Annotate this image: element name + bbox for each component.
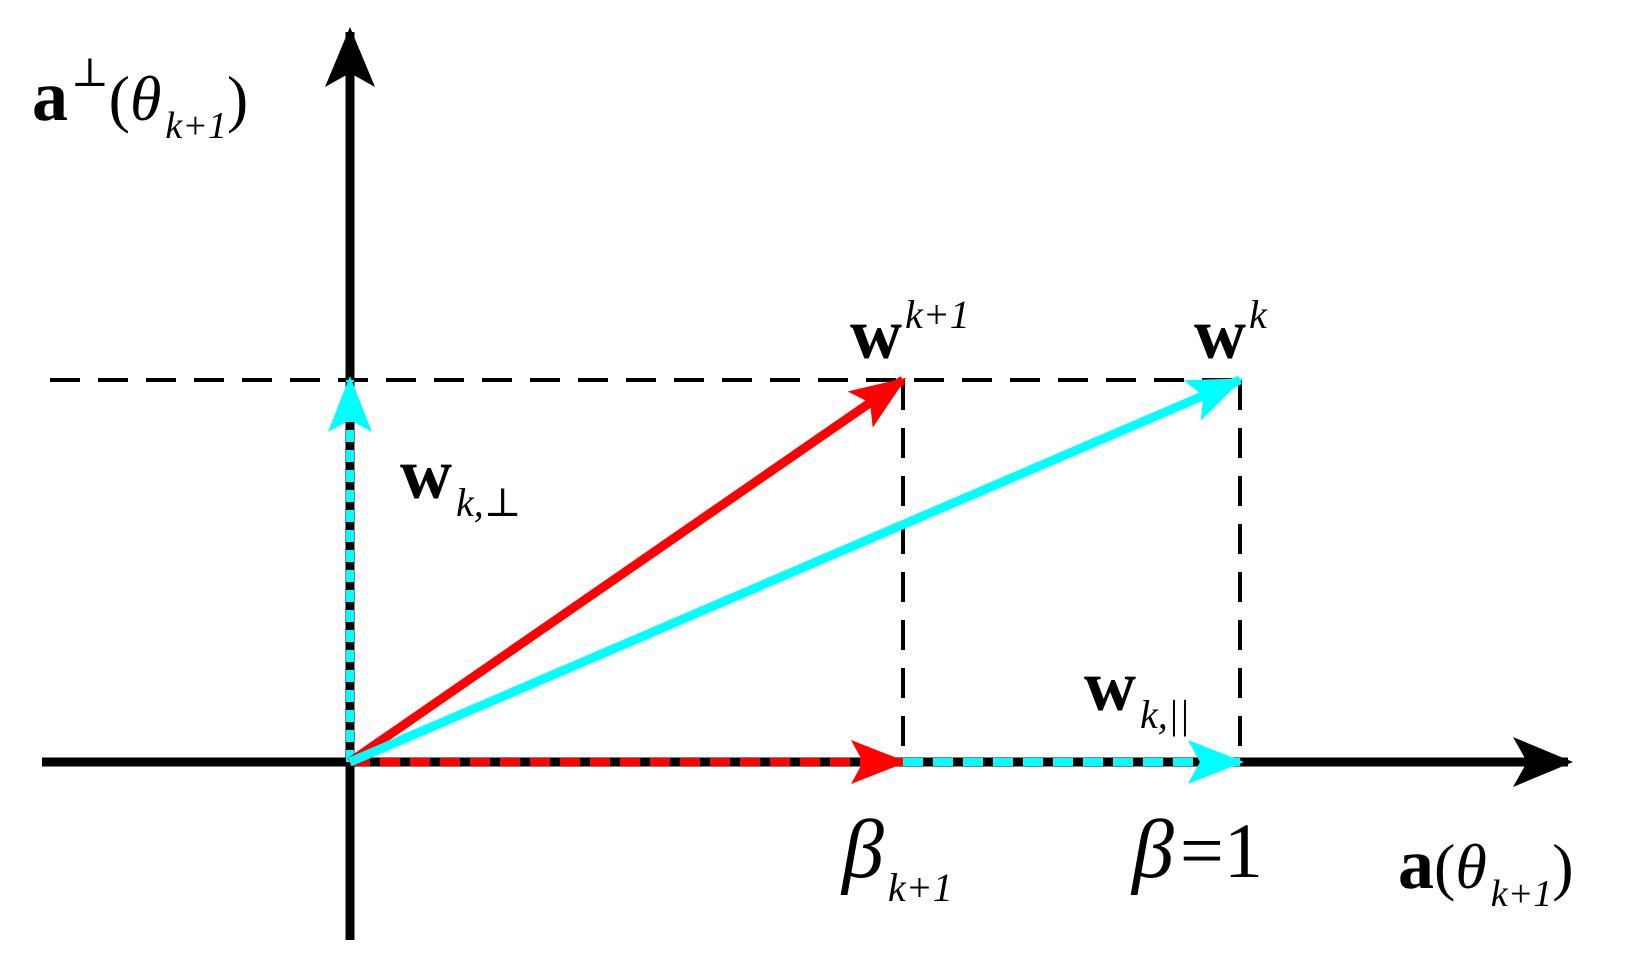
label-w-k-par-base: w	[1084, 646, 1136, 726]
label-w-k: wk	[1194, 295, 1267, 371]
label-beta-eq-1: β=1	[1132, 808, 1263, 892]
vector-w-k-plus-1	[347, 376, 907, 766]
vector-w-k	[348, 375, 1244, 767]
x-axis-label-theta: θ	[1455, 831, 1487, 902]
label-w-k-plus-1-sup: k+1	[905, 292, 970, 337]
label-w-k-plus-1: wk+1	[850, 295, 970, 371]
x-axis-label-open: (	[1434, 831, 1456, 902]
x-axis-label-close: )	[1552, 831, 1574, 902]
label-beta-k-plus-1-base: β	[842, 803, 884, 896]
y-axis-label-close: )	[226, 63, 249, 134]
label-beta-eq-1-rest: =1	[1179, 807, 1263, 894]
label-w-k-perp-base: w	[400, 434, 452, 514]
y-axis-label-base: a	[32, 56, 68, 136]
y-axis-label-open: (	[108, 63, 130, 134]
label-w-k-sup: k	[1249, 292, 1267, 337]
y-axis-label-theta: θ	[129, 63, 162, 134]
label-beta-eq-1-base: β	[1132, 803, 1174, 896]
label-w-k-plus-1-base: w	[850, 294, 902, 374]
label-w-k-par-sub: k,||	[1140, 692, 1190, 737]
x-axis-label-sub: k+1	[1490, 873, 1553, 915]
y-axis-label-sub: k+1	[165, 105, 227, 147]
label-beta-k-plus-1-sub: k+1	[887, 865, 953, 910]
label-w-k-perp-sub: k,⊥	[456, 480, 522, 525]
label-w-k-base: w	[1194, 294, 1246, 374]
x-axis-label-base: a	[1398, 824, 1434, 904]
y-axis-label-sup: ⊥	[71, 50, 109, 95]
